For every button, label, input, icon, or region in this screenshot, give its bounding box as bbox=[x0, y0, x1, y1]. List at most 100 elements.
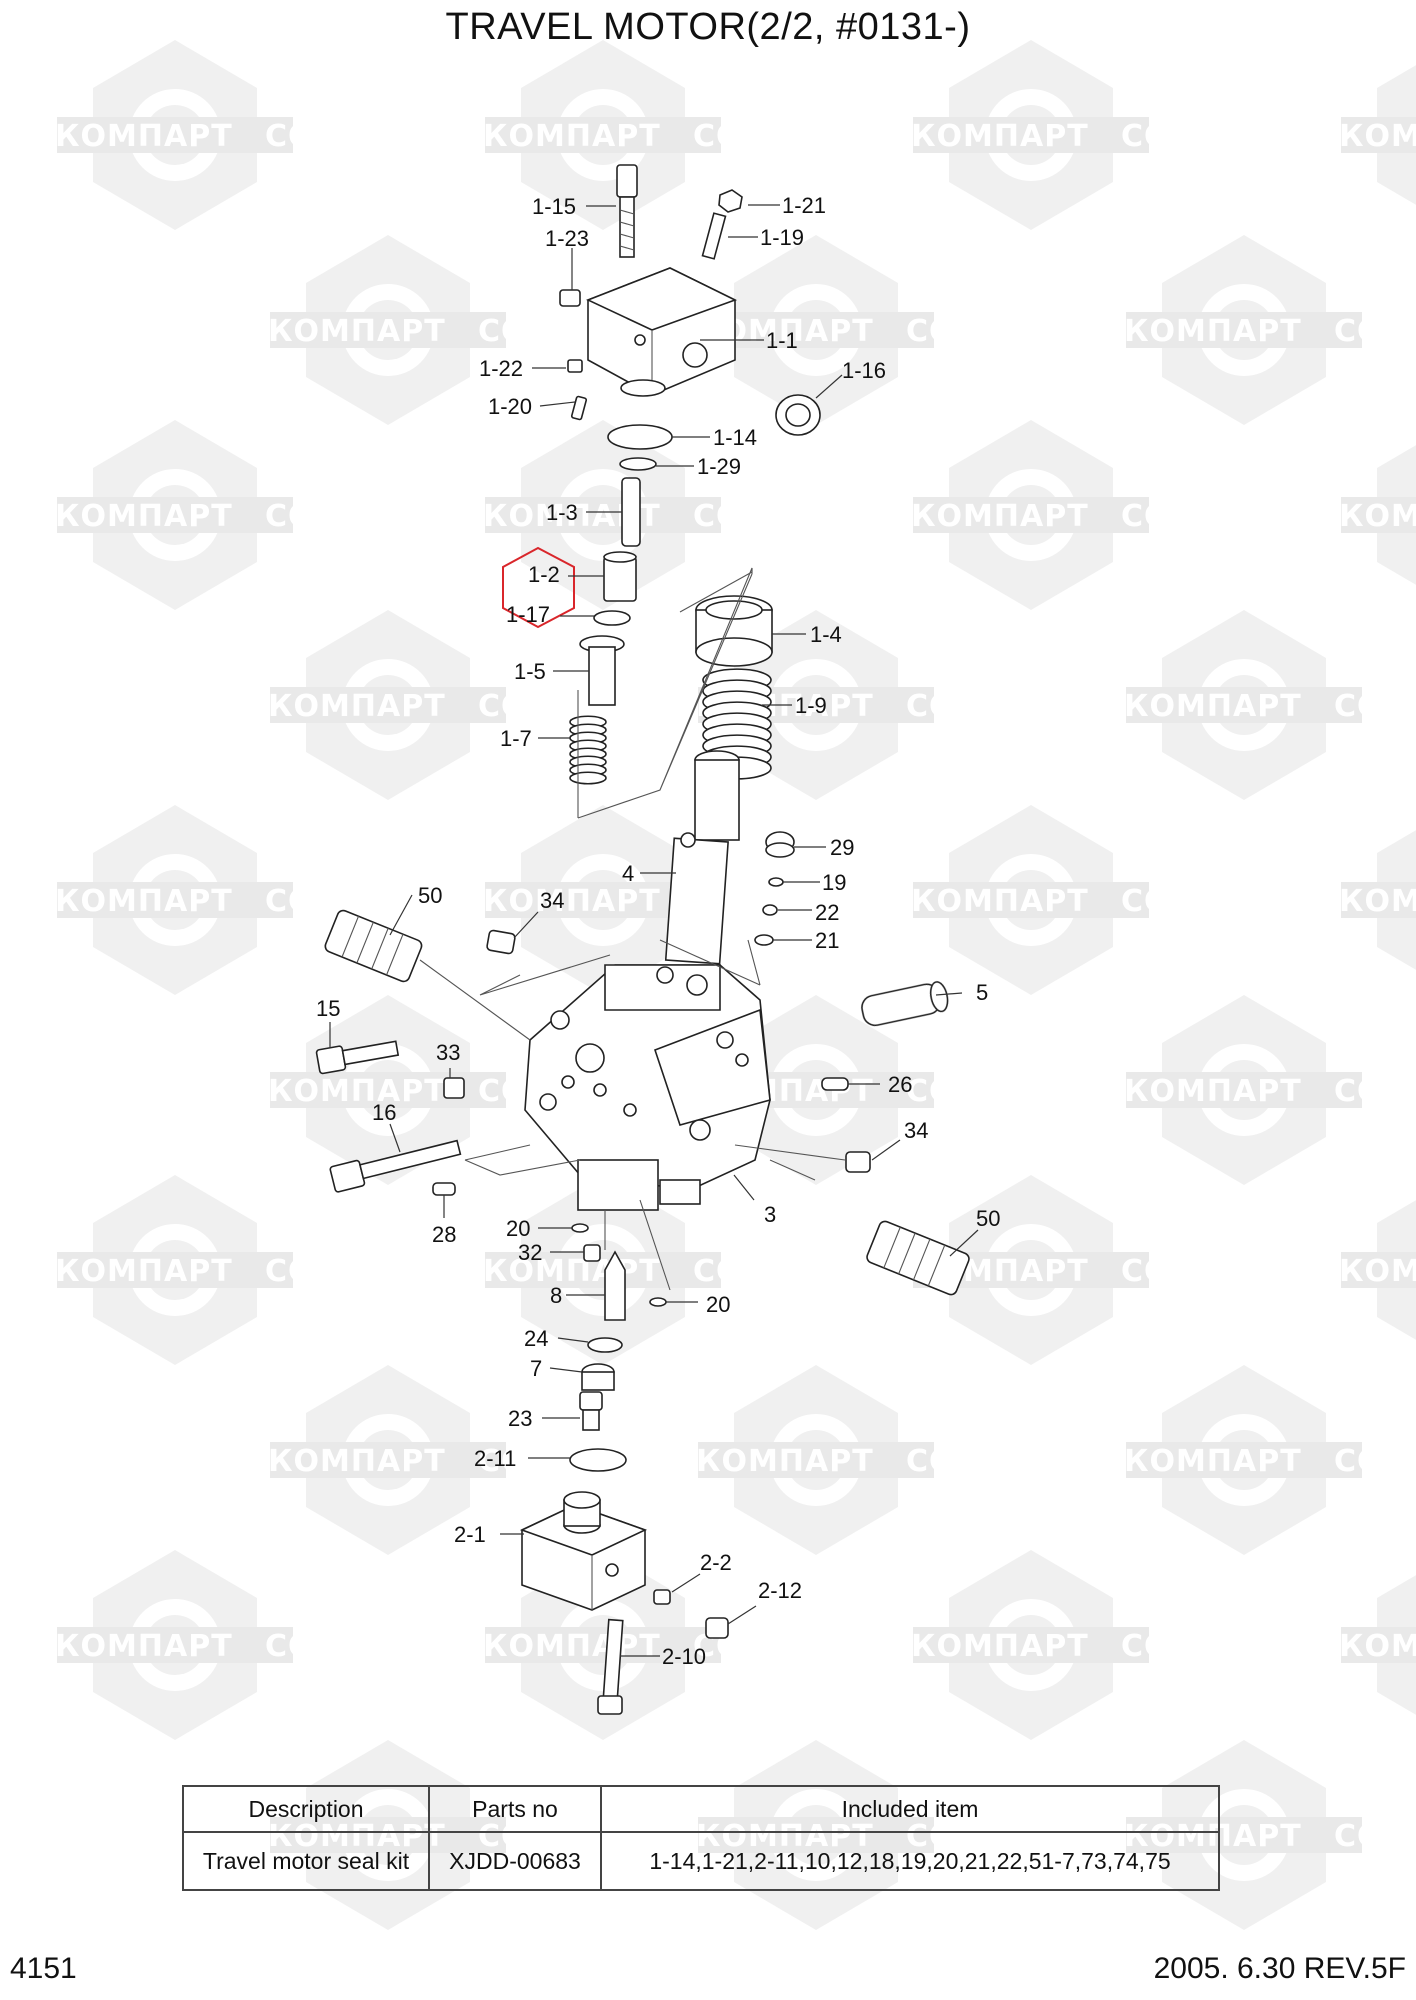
table-header-row: Description Parts no Included item bbox=[182, 1785, 1220, 1833]
watermark-text-left: КОМПАРТ bbox=[1124, 1074, 1302, 1109]
watermark-text-right: COMPART bbox=[1121, 1629, 1290, 1664]
seal-kit-table: Description Parts no Included item Trave… bbox=[182, 1785, 1220, 1891]
watermark-tile: КОМПАРТ COMPART bbox=[911, 805, 1290, 995]
watermark-text-left: КОМПАРТ bbox=[911, 1629, 1089, 1664]
label-2-11: 2-11 bbox=[474, 1446, 516, 1471]
label-1-16: 1-16 bbox=[842, 358, 886, 383]
watermark-text-right: COMPART bbox=[265, 119, 434, 154]
label-34-lower: 34 bbox=[904, 1118, 928, 1143]
label-5: 5 bbox=[976, 980, 988, 1005]
watermark-text-left: КОМПАРТ bbox=[268, 689, 446, 724]
label-28: 28 bbox=[432, 1222, 456, 1247]
label-1-23: 1-23 bbox=[545, 226, 589, 251]
watermark-text-left: КОМПАРТ bbox=[1339, 1629, 1416, 1664]
label-20-upper: 20 bbox=[506, 1216, 530, 1241]
watermark-tile: КОМПАРТ COMPART bbox=[55, 1175, 434, 1365]
label-1-22: 1-22 bbox=[479, 356, 523, 381]
part-labels: 1-15 1-21 1-23 1-19 1-1 1-22 1-16 1-20 1… bbox=[316, 193, 1000, 1669]
header-included-item: Included item bbox=[600, 1785, 1220, 1833]
watermark-text-right: COMPART bbox=[1121, 119, 1290, 154]
label-2-2: 2-2 bbox=[700, 1550, 732, 1575]
watermark-text-right: COMPART bbox=[693, 499, 862, 534]
label-34-upper: 34 bbox=[540, 888, 564, 913]
label-1-19: 1-19 bbox=[760, 225, 804, 250]
watermark-text-right: COMPART bbox=[906, 1074, 1075, 1109]
watermark-text-left: КОМПАРТ bbox=[1124, 1444, 1302, 1479]
watermark-tile: КОМПАРТ COMPART bbox=[55, 1550, 434, 1740]
watermark-text-left: КОМПАРТ bbox=[1339, 1254, 1416, 1289]
watermark-text-right: COMPART bbox=[1121, 499, 1290, 534]
watermark-text-right: COMPART bbox=[693, 119, 862, 154]
watermark-text-left: КОМПАРТ bbox=[911, 884, 1089, 919]
cell-description: Travel motor seal kit bbox=[182, 1831, 430, 1891]
watermark-text-left: КОМПАРТ bbox=[268, 1074, 446, 1109]
label-1-20: 1-20 bbox=[488, 394, 532, 419]
watermark-text-left: КОМПАРТ bbox=[1339, 499, 1416, 534]
watermark-tile: КОМПАРТ COMPART bbox=[1124, 995, 1416, 1185]
label-1-15: 1-15 bbox=[532, 194, 576, 219]
valve-body-assembly bbox=[315, 750, 970, 1431]
page-number: 4151 bbox=[10, 1952, 77, 1985]
watermark-tile: КОМПАРТ COMPART bbox=[1124, 1365, 1416, 1555]
watermark-text-right: COMPART bbox=[1334, 314, 1416, 349]
watermark-text-left: КОМПАРТ bbox=[483, 1254, 661, 1289]
label-1-2: 1-2 bbox=[528, 562, 560, 587]
watermark-text-left: КОМПАРТ bbox=[55, 1254, 233, 1289]
watermark-tile: КОМПАРТ COMPART bbox=[911, 40, 1290, 230]
page-title: TRAVEL MOTOR(2/2, #0131-) bbox=[445, 6, 971, 48]
header-description: Description bbox=[182, 1785, 430, 1833]
watermark-tile: КОМПАРТ COMPART bbox=[911, 1550, 1290, 1740]
watermark-text-left: КОМПАРТ bbox=[55, 884, 233, 919]
label-4: 4 bbox=[622, 861, 634, 886]
watermark-text-right: COMPART bbox=[906, 1444, 1075, 1479]
label-1-17: 1-17 bbox=[506, 602, 550, 627]
label-33: 33 bbox=[436, 1040, 460, 1065]
watermark-text-left: КОМПАРТ bbox=[1124, 689, 1302, 724]
watermark-text-left: КОМПАРТ bbox=[1339, 119, 1416, 154]
leader-lines bbox=[329, 204, 979, 1657]
cell-parts-no: XJDD-00683 bbox=[428, 1831, 602, 1891]
label-22: 22 bbox=[815, 900, 839, 925]
label-24: 24 bbox=[524, 1326, 548, 1351]
label-1-3: 1-3 bbox=[546, 500, 578, 525]
watermark-text-left: КОМПАРТ bbox=[1124, 314, 1302, 349]
table-row: Travel motor seal kit XJDD-00683 1-14,1-… bbox=[182, 1831, 1220, 1891]
watermark-text-left: КОМПАРТ bbox=[483, 119, 661, 154]
label-1-9: 1-9 bbox=[795, 693, 827, 718]
watermark-text-right: COMPART bbox=[265, 1254, 434, 1289]
label-1-1: 1-1 bbox=[766, 328, 798, 353]
label-1-21: 1-21 bbox=[782, 193, 826, 218]
watermark-text-right: COMPART bbox=[265, 1629, 434, 1664]
watermark-tile: КОМПАРТ COMPART bbox=[268, 610, 647, 800]
watermark-tile: КОМПАРТ COMPART bbox=[483, 40, 862, 230]
watermark-text-right: COMPART bbox=[1334, 1074, 1416, 1109]
watermark-text-right: COMPART bbox=[1334, 1819, 1416, 1854]
watermark-text-right: COMPART bbox=[1121, 884, 1290, 919]
cell-included-item: 1-14,1-21,2-11,10,12,18,19,20,21,22,51-7… bbox=[600, 1831, 1220, 1891]
watermark-text-right: COMPART bbox=[478, 689, 647, 724]
watermark-text-left: КОМПАРТ bbox=[268, 1444, 446, 1479]
watermark-text-right: COMPART bbox=[265, 499, 434, 534]
label-21: 21 bbox=[815, 928, 839, 953]
revision-date: 2005. 6.30 REV.5F bbox=[1153, 1952, 1406, 1985]
watermark-text-left: КОМПАРТ bbox=[1339, 884, 1416, 919]
label-16: 16 bbox=[372, 1100, 396, 1125]
watermark-text-left: КОМПАРТ bbox=[55, 1629, 233, 1664]
watermark-text-left: КОМПАРТ bbox=[911, 119, 1089, 154]
label-8: 8 bbox=[550, 1283, 562, 1308]
label-2-1: 2-1 bbox=[454, 1522, 486, 1547]
watermark-text-right: COMPART bbox=[1334, 1444, 1416, 1479]
label-50-upper: 50 bbox=[418, 883, 442, 908]
label-1-29: 1-29 bbox=[697, 454, 741, 479]
bottom-cover-assembly bbox=[519, 1448, 729, 1715]
watermark-text-right: COMPART bbox=[906, 314, 1075, 349]
